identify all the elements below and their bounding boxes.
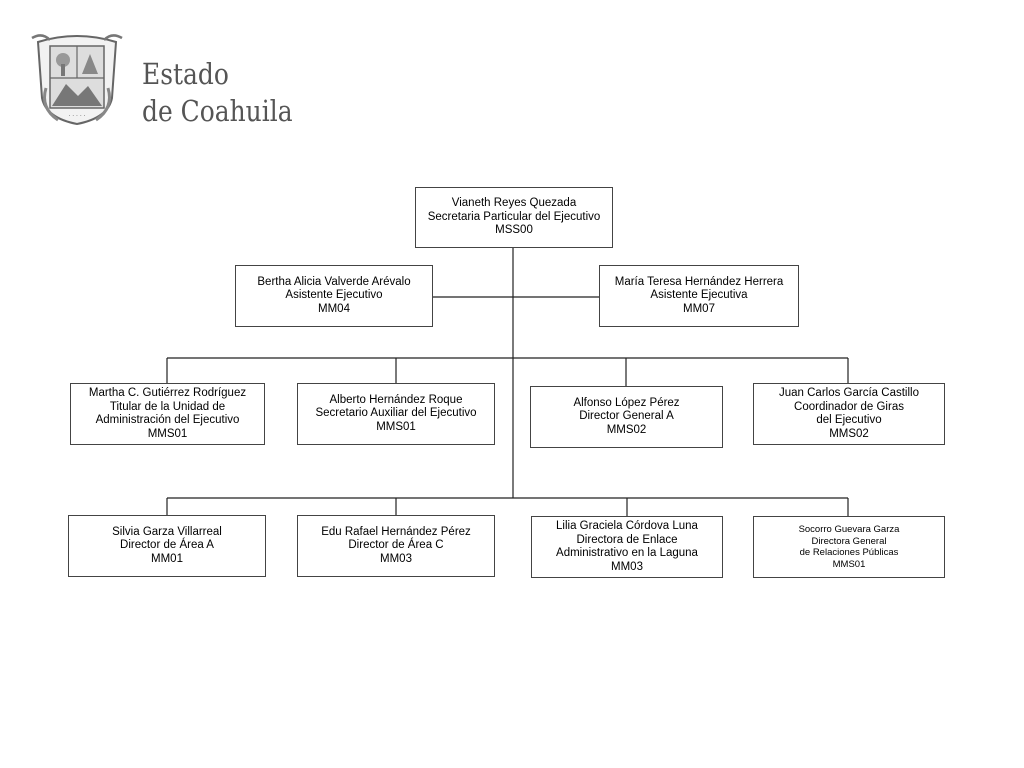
node-line: Socorro Guevara Garza (798, 524, 900, 535)
org-node-root: Vianeth Reyes Quezada Secretaria Particu… (415, 187, 613, 248)
node-line: del Ejecutivo (816, 414, 882, 426)
node-name: Vianeth Reyes Quezada (451, 197, 577, 210)
node-line: Coordinador de Giras (794, 400, 904, 413)
node-line: de Relaciones Públicas (799, 547, 899, 558)
node-line: MMS01 (147, 427, 188, 440)
node-line: Administración del Ejecutivo (95, 414, 240, 426)
org-node-row1-1: Martha C. Gutiérrez Rodríguez Titular de… (70, 383, 265, 445)
state-title-line1: Estado (142, 57, 229, 91)
node-line: Alberto Hernández Roque (329, 393, 463, 406)
node-line: MMS02 (606, 423, 647, 436)
node-line: Lilia Graciela Córdova Luna (556, 520, 698, 532)
node-line: Administrativo en la Laguna (556, 547, 698, 559)
node-line: Directora General (811, 535, 887, 547)
node-line: MM03 (611, 560, 643, 573)
org-node-row2-4: Socorro Guevara Garza Directora General … (753, 516, 945, 578)
node-line: Titular de la Unidad de (109, 400, 226, 413)
node-line: MM03 (380, 552, 412, 565)
node-title: Asistente Ejecutivo (285, 289, 383, 302)
node-line: MMS02 (829, 427, 869, 440)
node-line: Martha C. Gutiérrez Rodríguez (88, 387, 247, 399)
svg-text:· · · · ·: · · · · · (68, 113, 85, 120)
state-title-line2: de Coahuila (142, 94, 293, 128)
org-node-row2-1: Silvia Garza Villarreal Director de Área… (68, 515, 266, 577)
org-node-row1-2: Alberto Hernández Roque Secretario Auxil… (297, 383, 495, 445)
node-code: MM07 (683, 302, 715, 315)
node-line: MMS01 (832, 558, 866, 570)
node-line: Director de Área A (120, 539, 214, 552)
node-line: Directora de Enlace (576, 533, 678, 546)
node-line: Silvia Garza Villarreal (112, 525, 222, 538)
org-node-row1-3: Alfonso López Pérez Director General A M… (530, 386, 723, 448)
node-line: Director de Área C (348, 539, 444, 552)
node-name: María Teresa Hernández Herrera (614, 275, 784, 288)
org-node-assistant-left: Bertha Alicia Valverde Arévalo Asistente… (235, 265, 433, 327)
node-line: MM01 (151, 552, 183, 565)
node-line: Juan Carlos García Castillo (779, 387, 919, 399)
node-line: Secretario Auxiliar del Ejecutivo (315, 407, 477, 420)
node-name: Bertha Alicia Valverde Arévalo (257, 275, 411, 288)
org-node-row1-4: Juan Carlos García Castillo Coordinador … (753, 383, 945, 445)
node-title: Asistente Ejecutiva (650, 289, 748, 302)
node-code: MM04 (318, 302, 350, 315)
node-code: MSS00 (495, 224, 533, 237)
node-line: Director General A (579, 410, 674, 423)
coahuila-coat-of-arms-icon: · · · · · (31, 34, 123, 126)
node-line: MMS01 (376, 420, 416, 433)
org-node-assistant-right: María Teresa Hernández Herrera Asistente… (599, 265, 799, 327)
node-line: Edu Rafael Hernández Pérez (321, 525, 471, 538)
node-line: Alfonso López Pérez (573, 396, 680, 409)
node-title: Secretaria Particular del Ejecutivo (427, 210, 601, 223)
org-node-row2-3: Lilia Graciela Córdova Luna Directora de… (531, 516, 723, 578)
org-node-row2-2: Edu Rafael Hernández Pérez Director de Á… (297, 515, 495, 577)
state-title: Estado de Coahuila (142, 56, 293, 130)
